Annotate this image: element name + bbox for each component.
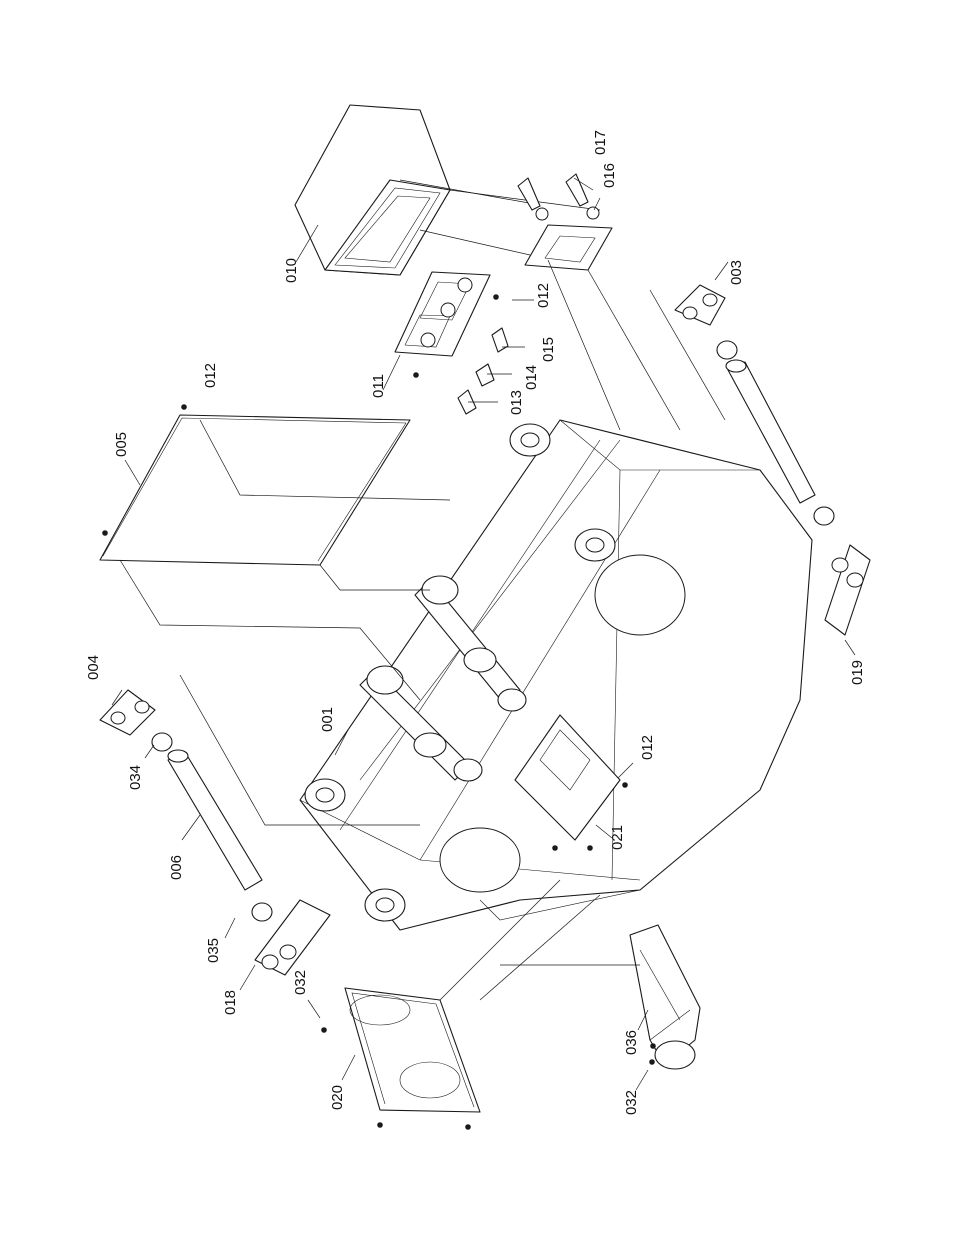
callout-012-b: 012 <box>202 363 219 388</box>
pivot-arms <box>99 284 871 976</box>
callout-034: 034 <box>127 765 144 790</box>
cover-021 <box>514 714 628 851</box>
callout-016: 016 <box>601 163 618 188</box>
shafts <box>151 340 835 922</box>
control-panel-011 <box>394 271 509 415</box>
tray-020 <box>321 879 601 1130</box>
callout-001: 001 <box>319 707 336 732</box>
cover-panel-005 <box>99 404 451 701</box>
callout-032-b: 032 <box>623 1090 640 1115</box>
callout-012-c: 012 <box>639 735 656 760</box>
callout-035: 035 <box>205 938 222 963</box>
callout-021: 021 <box>609 825 626 850</box>
callout-015: 015 <box>540 337 557 362</box>
callout-019: 019 <box>849 660 866 685</box>
chute-036 <box>500 924 701 1070</box>
leader-lines <box>111 177 856 1091</box>
callout-010: 010 <box>283 258 300 283</box>
callout-017: 017 <box>592 130 609 155</box>
callout-003: 003 <box>728 260 745 285</box>
callout-013: 013 <box>508 390 525 415</box>
callout-004: 004 <box>85 655 102 680</box>
callout-018: 018 <box>222 990 239 1015</box>
hopper-010 <box>294 104 601 276</box>
callout-012-a: 012 <box>535 283 552 308</box>
main-frame <box>299 419 813 931</box>
callout-011: 011 <box>370 374 387 398</box>
callout-032-a: 032 <box>292 970 309 995</box>
flange-plate <box>517 173 681 431</box>
callout-labels: 010 017 016 012 015 014 013 011 012 005 … <box>85 130 866 1115</box>
callout-005: 005 <box>113 432 130 457</box>
callout-036: 036 <box>623 1030 640 1055</box>
callout-020: 020 <box>329 1085 346 1110</box>
callout-006: 006 <box>168 855 185 880</box>
callout-014: 014 <box>523 365 540 390</box>
